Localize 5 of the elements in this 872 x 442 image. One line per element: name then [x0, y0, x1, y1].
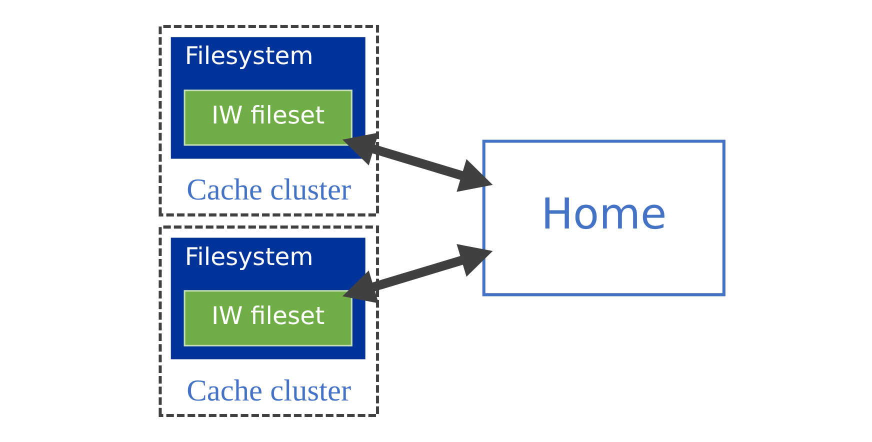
arrow — [342, 132, 493, 192]
arrow — [342, 244, 493, 304]
node-box: IW fileset — [184, 90, 352, 146]
node-box: Home — [482, 140, 726, 296]
node-box: IW fileset — [184, 290, 352, 346]
